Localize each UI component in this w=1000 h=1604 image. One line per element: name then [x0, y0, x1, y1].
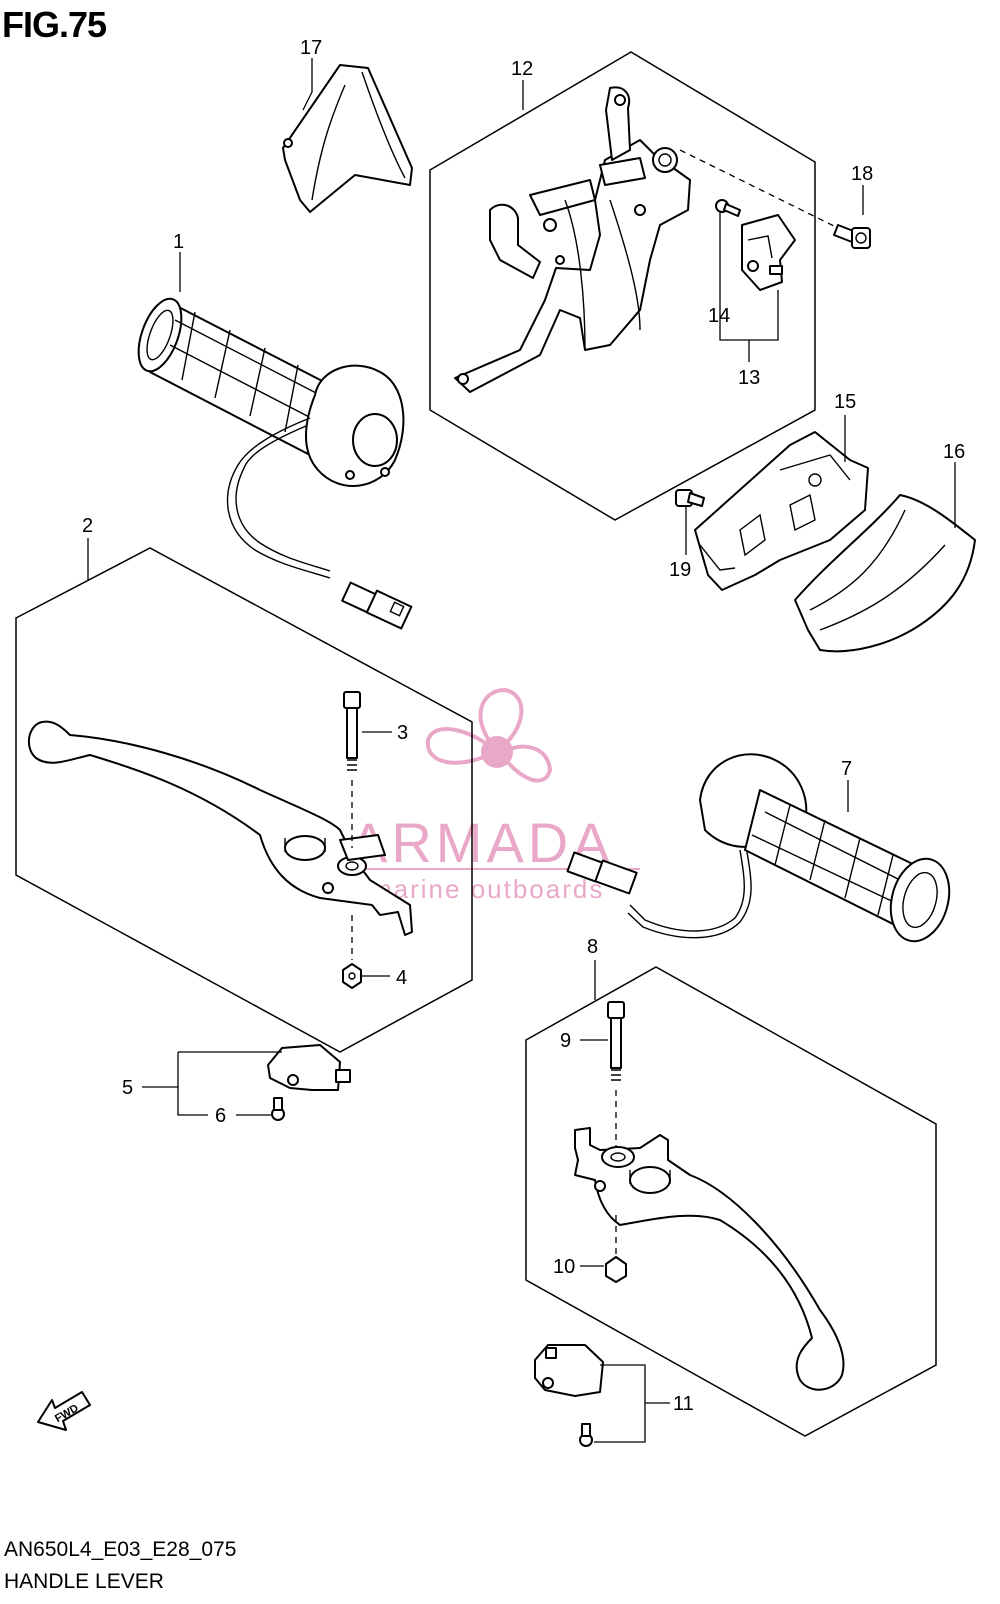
- callout-1: 1: [173, 231, 184, 253]
- leader-lines: [87, 58, 956, 1443]
- part-11-switch: [534, 1344, 604, 1447]
- part-9-pivot-bolt-icon: [607, 1001, 625, 1148]
- part-7-right-grip: [566, 753, 951, 943]
- part-15-guard-bracket: [694, 431, 869, 591]
- part-4-nut-icon: [342, 915, 362, 989]
- callout-7: 7: [841, 758, 852, 780]
- callout-19: 19: [669, 559, 691, 581]
- watermark-brand: ARMADA: [350, 811, 614, 874]
- part-13-switch: [741, 214, 796, 291]
- callout-3: 3: [397, 722, 408, 744]
- callout-18: 18: [851, 163, 873, 185]
- fwd-arrow-icon: FWD: [37, 1391, 91, 1431]
- diagram-code: AN650L4_E03_E28_075: [4, 1538, 237, 1561]
- callout-17: 17: [300, 37, 322, 59]
- callout-2: 2: [82, 515, 93, 537]
- callout-16: 16: [943, 441, 965, 463]
- callout-14: 14: [708, 305, 730, 327]
- watermark-tagline: marine outboards: [370, 874, 604, 904]
- part-2-clutch-lever: [27, 720, 413, 936]
- watermark: ARMADA marine outboards: [350, 687, 640, 904]
- part-14-screw-icon: [715, 199, 741, 217]
- part-6-screw-icon: [271, 1097, 285, 1121]
- callout-5: 5: [122, 1077, 133, 1099]
- part-5-switch: [267, 1044, 351, 1091]
- group-box-8: [525, 966, 937, 1437]
- part-12-lever-bracket-assembly: [454, 86, 691, 393]
- callout-10: 10: [553, 1256, 575, 1278]
- propeller-logo-icon: [425, 687, 553, 783]
- part-12-dash-line: [679, 149, 839, 229]
- callout-15: 15: [834, 391, 856, 413]
- callout-13: 13: [738, 367, 760, 389]
- part-10-nut-icon: [605, 1215, 627, 1283]
- part-16-hand-guard: [794, 494, 976, 653]
- group-box-2: [15, 547, 473, 1053]
- part-17-cover: [282, 64, 413, 213]
- callout-4: 4: [396, 967, 407, 989]
- callout-8: 8: [587, 936, 598, 958]
- part-8-brake-lever: [574, 1127, 845, 1391]
- callout-9: 9: [560, 1030, 571, 1052]
- diagram-caption: HANDLE LEVER: [4, 1570, 164, 1593]
- group-box-12: [429, 51, 816, 521]
- part-18-bolt-icon: [833, 224, 871, 249]
- part-19-bolt-icon: [675, 489, 705, 507]
- figure-title: FIG.75: [2, 4, 107, 45]
- callout-6: 6: [215, 1105, 226, 1127]
- callout-11: 11: [673, 1393, 694, 1415]
- part-1-left-grip: [137, 297, 413, 630]
- part-3-pivot-bolt-icon: [343, 691, 361, 848]
- callout-12: 12: [511, 58, 533, 80]
